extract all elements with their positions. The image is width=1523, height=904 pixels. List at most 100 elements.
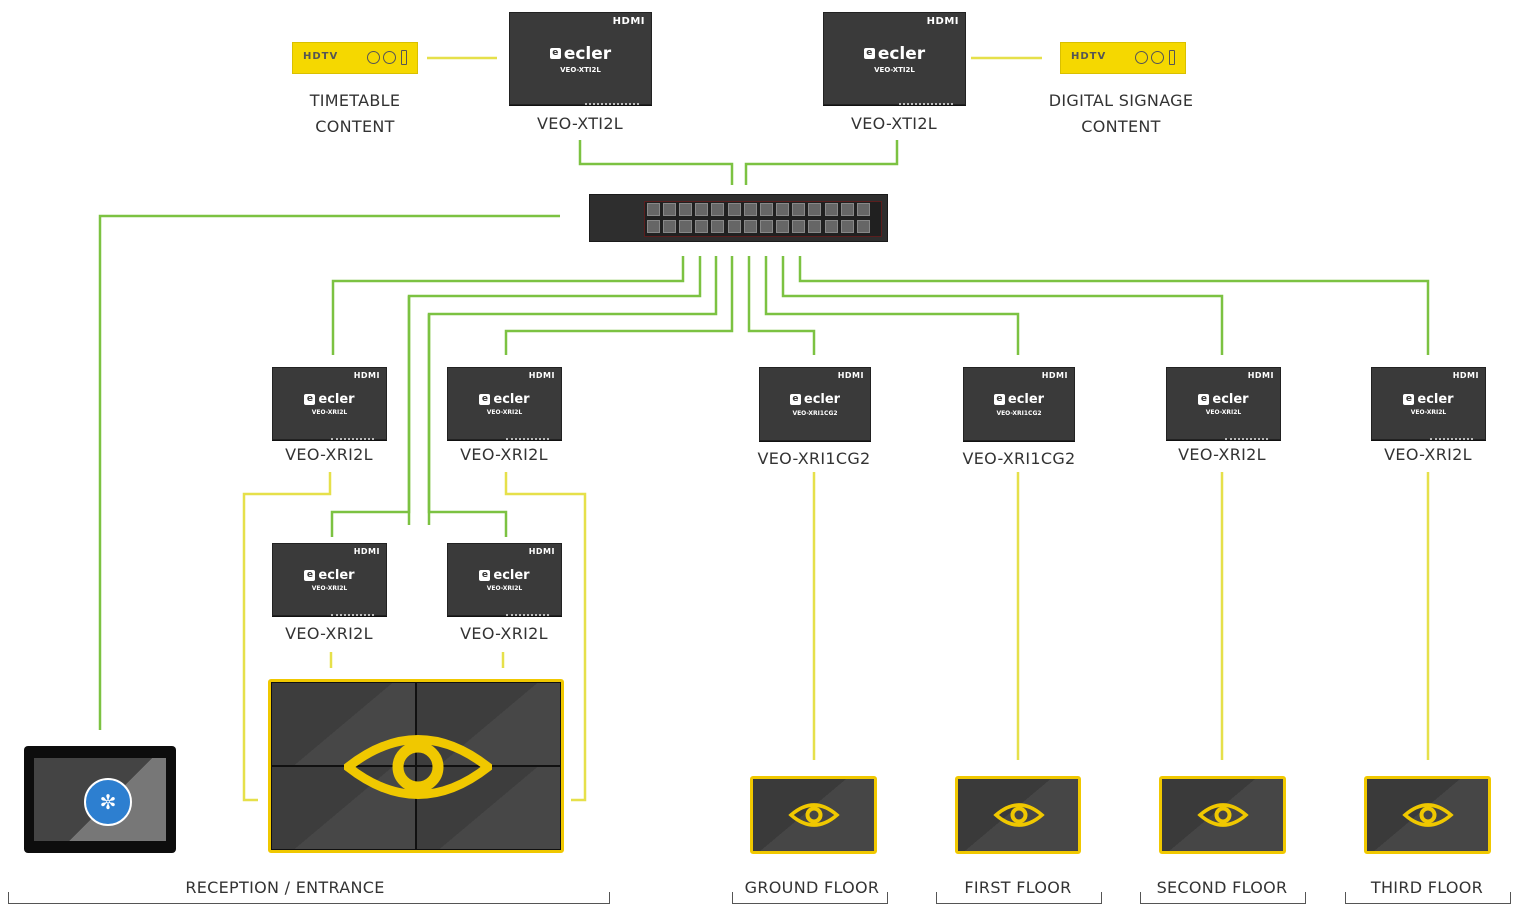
receiver-3-label: VEO-XRI2L — [285, 624, 373, 643]
brand-text: ecler — [563, 43, 612, 64]
hdmi-logo: HDMI — [1247, 371, 1274, 380]
label-line: DIGITAL SIGNAGE — [1048, 91, 1194, 110]
slot-icon — [401, 50, 407, 65]
brand-text: ecler — [1007, 392, 1045, 408]
screen-shine — [1162, 779, 1283, 851]
model-text: VEO-XRI2L — [1205, 409, 1242, 417]
control-app-icon: ✼ — [84, 778, 132, 826]
receiver-8-label: VEO-XRI2L — [1384, 445, 1472, 464]
control-tablet: ✼ — [24, 746, 176, 853]
model-text: VEO-XRI2L — [1410, 409, 1447, 417]
eye-icon — [1197, 803, 1249, 827]
hdtv-label: HDTV — [303, 51, 339, 62]
ethernet-port-icon — [840, 220, 854, 233]
video-wall-tile — [416, 766, 561, 850]
hdmi-logo: HDMI — [528, 371, 555, 380]
signage-content-label: DIGITAL SIGNAGE CONTENT — [1049, 88, 1194, 140]
ground-floor-display — [750, 776, 877, 854]
ethernet-port-icon — [678, 203, 692, 216]
zone-label-reception: RECEPTION / ENTRANCE — [181, 878, 389, 897]
model-text: VEO-XRI2L — [486, 585, 523, 593]
port-strip — [1430, 435, 1473, 440]
label-line: TIMETABLE — [309, 91, 401, 110]
eye-icon — [788, 803, 840, 827]
ethernet-port-icon — [743, 203, 757, 216]
model-text: VEO-XRI2L — [311, 409, 348, 417]
network-lines — [98, 140, 1430, 730]
video-wall — [268, 679, 564, 853]
model-text: VEO-XRI2L — [311, 585, 348, 593]
receiver-2-label: VEO-XRI2L — [460, 445, 548, 464]
model-text: VEO-XTI2L — [874, 65, 915, 74]
video-lines — [242, 56, 1430, 802]
model-text: VEO-XRI1CG2 — [792, 409, 838, 417]
ethernet-port-icon — [711, 203, 725, 216]
second-floor-display — [1159, 776, 1286, 854]
hdmi-logo: HDMI — [612, 16, 645, 27]
ethernet-port-icon — [678, 220, 692, 233]
receiver-6-label: VEO-XRI1CG2 — [962, 449, 1076, 468]
tablet-screen: ✼ — [34, 758, 166, 841]
hdmi-logo: HDMI — [1452, 371, 1479, 380]
zone-label-first: FIRST FLOOR — [960, 878, 1076, 897]
ethernet-port-icon — [695, 203, 709, 216]
port-strip — [331, 435, 374, 440]
zone-label-third: THIRD FLOOR — [1366, 878, 1488, 897]
brand-text: ecler — [803, 392, 841, 408]
eye-icon — [993, 803, 1045, 827]
brand-text: ecler — [318, 568, 355, 584]
brand-text: ecler — [877, 43, 926, 64]
port-strip — [506, 611, 549, 616]
ethernet-port-icon — [824, 220, 838, 233]
ethernet-port-icon — [662, 203, 676, 216]
receiver-5-label: VEO-XRI1CG2 — [757, 449, 871, 468]
knob-icon — [1135, 51, 1148, 64]
model-text: VEO-XRI1CG2 — [996, 409, 1042, 417]
ethernet-port-icon — [759, 220, 773, 233]
ethernet-port-icon — [727, 203, 741, 216]
hdmi-logo: HDMI — [1041, 371, 1068, 380]
hdtv-label: HDTV — [1071, 51, 1107, 62]
ethernet-port-icon — [808, 220, 822, 233]
label-line: CONTENT — [1081, 117, 1161, 136]
video-wall-tile — [416, 682, 561, 766]
hdmi-logo: HDMI — [926, 16, 959, 27]
receiver-1-label: VEO-XRI2L — [285, 445, 373, 464]
zone-label-ground: GROUND FLOOR — [740, 878, 884, 897]
knob-icon — [1151, 51, 1164, 64]
port-strip — [585, 100, 639, 105]
ethernet-port-icon — [792, 220, 806, 233]
slot-icon — [1169, 50, 1175, 65]
third-floor-display — [1364, 776, 1491, 854]
ethernet-port-icon — [711, 220, 725, 233]
transmitter-2-label: VEO-XTI2L — [850, 114, 938, 133]
hdtv-source-timetable: HDTV — [292, 42, 418, 74]
hdmi-logo: HDMI — [353, 371, 380, 380]
knob-icon — [367, 51, 380, 64]
video-wall-tile — [271, 682, 416, 766]
eye-icon — [1402, 803, 1454, 827]
ethernet-port-icon — [646, 220, 660, 233]
label-line: CONTENT — [315, 117, 395, 136]
brand-text: ecler — [1212, 392, 1249, 408]
ethernet-port-icon — [727, 220, 741, 233]
ethernet-port-icon — [695, 220, 709, 233]
brand-text: ecler — [1417, 392, 1454, 408]
model-text: VEO-XTI2L — [560, 65, 601, 74]
ethernet-port-icon — [776, 220, 790, 233]
ethernet-port-icon — [840, 203, 854, 216]
port-strip — [506, 435, 549, 440]
